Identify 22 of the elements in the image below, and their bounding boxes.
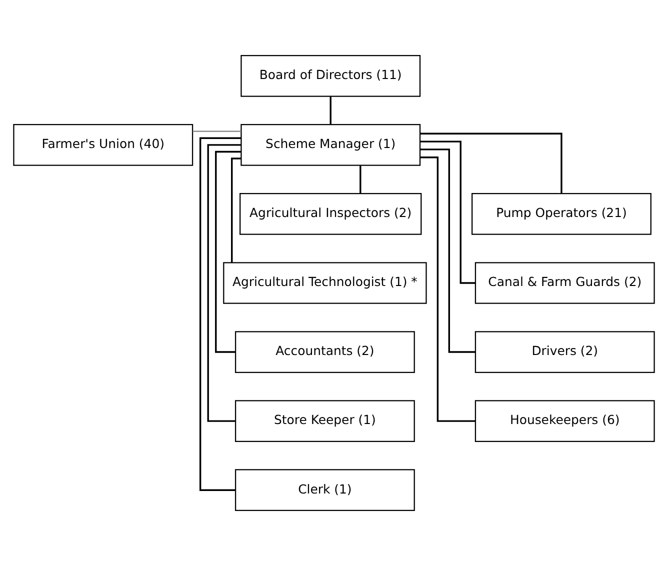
node-box: Agricultural Inspectors (2) xyxy=(239,192,422,234)
connector xyxy=(359,165,361,193)
node-box: Pump Operators (21) xyxy=(471,192,651,234)
node-box: Board of Directors (11) xyxy=(240,54,420,96)
node-box: Agricultural Technologist (1) * xyxy=(222,262,426,304)
connector xyxy=(329,96,331,124)
connector xyxy=(206,144,240,422)
connector xyxy=(214,150,241,352)
connector xyxy=(420,148,475,352)
node-box: Canal & Farm Guards (2) xyxy=(474,262,654,304)
connector xyxy=(230,157,240,262)
connector xyxy=(192,130,241,132)
node-box: Housekeepers (6) xyxy=(474,400,654,442)
connector xyxy=(198,136,241,490)
node-box: Store Keeper (1) xyxy=(234,400,414,442)
connector xyxy=(420,132,562,193)
node-box: Accountants (2) xyxy=(234,330,414,372)
node-box: Clerk (1) xyxy=(234,468,414,511)
node-box: Farmer's Union (40) xyxy=(12,124,193,166)
node-box: Scheme Manager (1) xyxy=(240,124,420,166)
node-box: Drivers (2) xyxy=(474,330,654,372)
connector xyxy=(420,156,475,422)
